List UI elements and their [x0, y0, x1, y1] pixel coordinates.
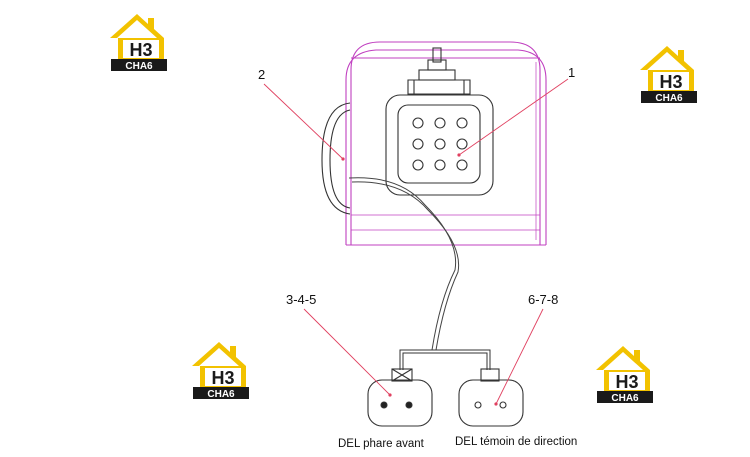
watermark-logo: H3 CHA6 — [594, 342, 656, 404]
callout-6-7-8: 6-7-8 — [528, 292, 558, 307]
callout-2: 2 — [258, 67, 265, 82]
house-logo-icon: H3 CHA6 — [192, 342, 249, 400]
watermark-logo: H3 CHA6 — [108, 10, 170, 72]
svg-text:CHA6: CHA6 — [611, 393, 639, 404]
nine-pin-connector — [385, 94, 494, 196]
house-logo-icon: H3 CHA6 — [640, 46, 697, 104]
svg-text:CHA6: CHA6 — [207, 389, 235, 400]
cable — [348, 177, 460, 351]
svg-text:CHA6: CHA6 — [125, 61, 153, 72]
svg-text:H3: H3 — [659, 72, 682, 92]
turn-signal-led-connector — [458, 368, 524, 427]
svg-text:H3: H3 — [129, 40, 152, 60]
svg-text:H3: H3 — [211, 368, 234, 388]
pin — [412, 117, 424, 129]
pin — [434, 159, 446, 171]
pin — [412, 159, 424, 171]
svg-text:H3: H3 — [615, 372, 638, 392]
pin — [456, 138, 468, 150]
callout-3-4-5: 3-4-5 — [286, 292, 316, 307]
leader-lines — [263, 78, 569, 405]
pin — [434, 138, 446, 150]
watermark-logo: H3 CHA6 — [638, 42, 700, 104]
top-fitting — [407, 47, 471, 95]
leader-dots — [341, 153, 498, 406]
front-light-led-connector — [367, 368, 433, 427]
house-logo-icon: H3 CHA6 — [110, 14, 167, 72]
callout-1: 1 — [568, 65, 575, 80]
wire-fork — [399, 349, 491, 370]
pin — [412, 138, 424, 150]
house-logo-icon: H3 CHA6 — [596, 346, 653, 404]
caption-front-light-led: DEL phare avant — [338, 438, 425, 450]
pin — [434, 117, 446, 129]
svg-text:CHA6: CHA6 — [655, 93, 683, 104]
lamp-housing — [345, 41, 547, 246]
watermark-logo: H3 CHA6 — [190, 338, 252, 400]
pin — [456, 159, 468, 171]
pin — [456, 117, 468, 129]
caption-turn-signal-led: DEL témoin de direction — [455, 436, 577, 448]
side-lens — [321, 102, 351, 215]
